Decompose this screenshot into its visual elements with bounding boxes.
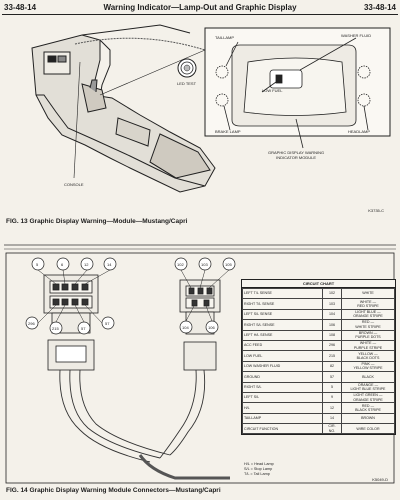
chart-cell-color: WHITE — RED STRIPE (341, 298, 395, 310)
circuit-chart-title: CIRCUIT CHART (242, 280, 395, 288)
pin-label: 6 (61, 262, 64, 267)
pin-label: 296 (28, 321, 35, 326)
label-led-test: LED TEST (177, 81, 197, 86)
label-console: CONSOLE (64, 182, 84, 187)
chart-cell-no: 12 (322, 402, 342, 414)
label-taillamp: TAILLAMP (215, 35, 235, 40)
pin-label: 57 (105, 321, 110, 326)
chart-cell-function: LEFT T/L SENSE (242, 287, 323, 300)
label-washer-fluid: WASHER FLUID (341, 33, 372, 38)
chart-cell-color: BROWN (341, 412, 395, 425)
label-brake-lamp: BRAKE LAMP (215, 129, 241, 134)
chart-cell-function: GROUND (242, 371, 323, 383)
chart-cell-function: LEFT S/L (242, 391, 323, 404)
chart-cell-function: RIGHT S/L SENSE (242, 319, 323, 331)
pin-label: 104 (182, 325, 189, 330)
chart-cell-function: ACC FEED (242, 339, 323, 352)
chart-cell-color: RED — WHITE STRIPE (341, 319, 395, 331)
chart-cell-function: RIGHT S/L (242, 381, 323, 393)
pin-label: 215 (52, 326, 59, 331)
chart-cell-color: LIGHT GREEN — ORANGE STRIPE (341, 391, 395, 404)
chart-cell-color: WHITE (341, 287, 395, 300)
chart-cell-function: RIGHT T/L SENSE (242, 298, 323, 310)
chart-cell-no: 296 (322, 339, 342, 352)
pin-label: 106 (208, 325, 215, 330)
pin-label: 57 (81, 326, 86, 331)
header-rule (2, 14, 398, 15)
chart-cell-function: LEFT S/L SENSE (242, 308, 323, 321)
chart-cell-color: WHITE — PURPLE STRIPE (341, 339, 395, 352)
page-number-right: 33-48-14 (363, 3, 396, 12)
chart-cell-color: PINK — YELLOW STRIPE (341, 360, 395, 373)
pin-label: 5 (36, 262, 39, 267)
pin-label: 105 (225, 262, 232, 267)
label-module: GRAPHIC DISPLAY WARNING INDICATOR MODULE (268, 150, 325, 160)
figure13-caption: FIG. 13 Graphic Display Warning—Module—M… (6, 218, 188, 225)
chart-cell-no: 108 (322, 329, 342, 341)
figure14-code: K5049-D (372, 477, 388, 482)
chart-cell-no: 102 (322, 287, 342, 300)
chart-cell-no: 104 (322, 308, 342, 321)
chart-cell-no: CIR. NO. (322, 423, 342, 435)
figure13-code: K3735-C (368, 208, 384, 213)
pin-label: 103 (201, 262, 208, 267)
chart-cell-no: 215 (322, 350, 342, 362)
chart-cell-function: H/L (242, 402, 323, 414)
chart-cell-no: 106 (322, 319, 342, 331)
chart-cell-no: 9 (322, 391, 342, 404)
label-headlamp: HEADLAMP (348, 129, 371, 134)
chart-cell-no: 82 (322, 360, 342, 373)
legend-item: S/L = Stop Lamp (244, 467, 273, 471)
label-low-fuel: LOW FUEL (262, 88, 283, 93)
chart-cell-function: CIRCUIT FUNCTION (242, 423, 323, 435)
pin-label: 14 (107, 262, 112, 267)
figure14-caption: FIG. 14 Graphic Display Warning Module C… (6, 487, 221, 494)
chart-cell-color: BROWN — PURPLE DOTS (341, 329, 395, 341)
abbreviation-legend: H/L = Head Lamp S/L = Stop Lamp T/L = Ta… (244, 462, 274, 477)
pin-label: 12 (84, 262, 89, 267)
pin-label: 102 (177, 262, 184, 267)
chart-cell-color: ORANGE — LIGHT BLUE STRIPE (341, 381, 395, 393)
chart-cell-function: LOW FUEL (242, 350, 323, 362)
chart-cell-color: YELLOW — BLACK DOTS (341, 350, 395, 362)
chart-cell-no: 5 (322, 381, 342, 393)
chart-cell-color: RED — BLACK STRIPE (341, 402, 395, 414)
chart-cell-function: TAILLAMP (242, 412, 323, 425)
chart-cell-function: LEFT H/L SENSE (242, 329, 323, 341)
legend-item: H/L = Head Lamp (244, 462, 274, 466)
chart-cell-color: LIGHT BLUE — ORANGE STRIPE (341, 308, 395, 321)
page-title: Warning Indicator—Lamp-Out and Graphic D… (103, 3, 297, 12)
chart-cell-color: BLACK (341, 371, 395, 383)
chart-cell-function: LOW WASHER FLUID (242, 360, 323, 373)
chart-cell-color: WIRE COLOR (341, 423, 395, 435)
page-number-left: 33-48-14 (4, 3, 37, 12)
legend-item: T/L = Tail Lamp (244, 472, 270, 476)
chart-cell-no: 57 (322, 371, 342, 383)
chart-cell-no: 14 (322, 412, 342, 425)
chart-cell-no: 103 (322, 298, 342, 310)
